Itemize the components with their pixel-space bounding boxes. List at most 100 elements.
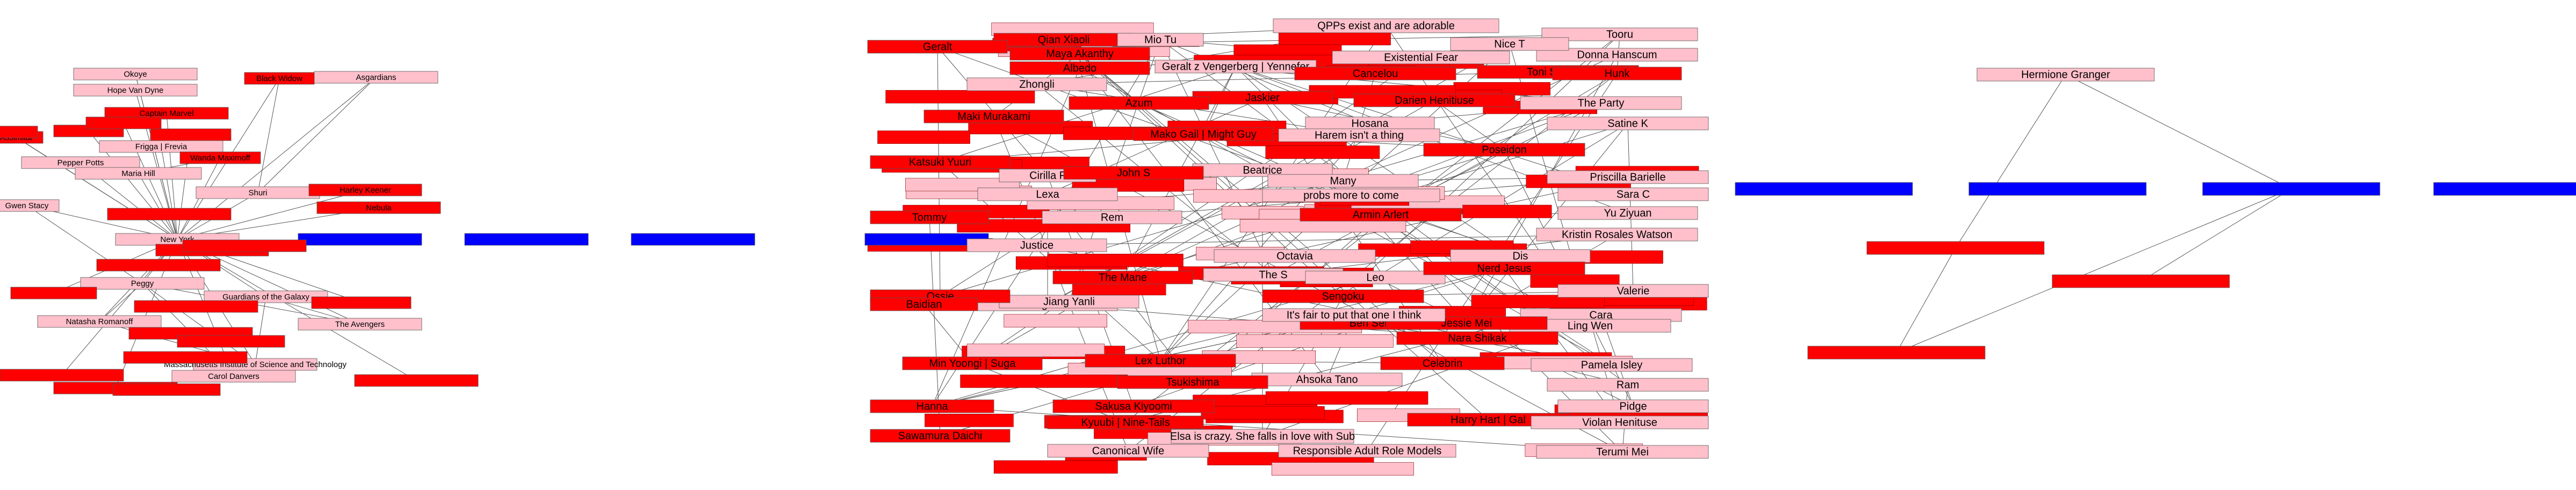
graph-node-captain-marvel[interactable]: Captain Marvel — [104, 107, 229, 120]
graph-node-n34[interactable]: probs more to come — [1262, 188, 1440, 202]
graph-node-n26[interactable]: Poseidon — [1423, 143, 1585, 157]
graph-node-n42[interactable]: Dis — [1450, 249, 1591, 263]
graph-node-n20[interactable]: Azum — [1069, 96, 1209, 110]
graph-node-n35[interactable]: Yu Ziyuan — [1557, 206, 1698, 220]
graph-node-n41[interactable]: Octavia — [1214, 249, 1376, 263]
graph-node-wanda[interactable]: Wanda Maximoff — [179, 151, 261, 164]
graph-node-n75[interactable]: Baidian — [870, 297, 978, 311]
graph-node-n40[interactable]: Justice — [966, 238, 1107, 252]
graph-node-ext-red-13[interactable] — [96, 259, 221, 272]
graph-node-n25[interactable]: Katsuki Yuuri — [870, 155, 1011, 169]
graph-node-n72[interactable]: Hanna — [870, 399, 994, 413]
graph-node-n63[interactable]: Violan Henituse — [1531, 415, 1709, 429]
graph-node-n18[interactable]: The Party — [1520, 96, 1682, 110]
graph-node-n66[interactable]: Canonical Wife — [1047, 444, 1209, 458]
graph-node-n32[interactable]: Sara C — [1557, 187, 1709, 201]
graph-node-n33[interactable]: Lexa — [977, 187, 1118, 201]
graph-node-n61[interactable]: Sakusa Kiyoomi — [1052, 399, 1215, 413]
graph-node-shuri[interactable]: Shuri — [196, 186, 320, 199]
graph-node-n24[interactable]: Harem isn't a thing — [1278, 128, 1440, 142]
graph-node-n70[interactable]: It's fair to put that one I think — [1262, 308, 1446, 322]
graph-node-ext-red-2[interactable] — [85, 116, 162, 129]
graph-node-iso-4[interactable] — [1968, 182, 2147, 196]
graph-node-ext-red-11[interactable] — [354, 374, 479, 387]
graph-node-ron-weasley[interactable] — [1807, 346, 1986, 360]
graph-node-peggy[interactable]: Peggy — [80, 277, 205, 290]
graph-node-n07[interactable]: Zhongli — [966, 77, 1107, 91]
graph-node-n47[interactable]: Jiang Yanli — [999, 295, 1139, 309]
graph-node-n58[interactable]: Ahsoka Tano — [1251, 372, 1403, 386]
graph-node-natasha[interactable]: Natasha Romanoff — [37, 315, 162, 328]
graph-node-n56[interactable]: Lex Luthor — [1085, 354, 1236, 368]
graph-node-n21[interactable]: Hosana — [1305, 116, 1435, 130]
graph-node-dark-blue-1[interactable] — [298, 233, 422, 246]
graph-node-n45[interactable]: Leo — [1305, 270, 1446, 284]
graph-node-n15[interactable]: Cancelou — [1294, 67, 1456, 81]
graph-node-n14[interactable]: Geralt z Vengerberg | Yennefer — [1154, 60, 1317, 74]
graph-node-iso-2[interactable] — [631, 233, 755, 246]
graph-node-gwen[interactable]: Gwen Stacy — [0, 199, 60, 212]
graph-node-n55[interactable]: Min Yoongi | Suga — [902, 356, 1043, 370]
graph-node-black-widow[interactable]: Black Widow — [244, 72, 315, 85]
graph-node-ext-red-9[interactable] — [0, 369, 124, 382]
graph-node-n76[interactable]: Celebrin — [1380, 356, 1505, 370]
graph-node-n05[interactable]: Maya Akanthy — [1009, 47, 1150, 61]
graph-node-n43[interactable]: The Mane — [1052, 270, 1193, 284]
graph-node-ext-red-1[interactable] — [0, 126, 38, 138]
graph-node-n01[interactable]: Qian Xiaoli — [993, 33, 1134, 47]
graph-node-n54[interactable]: Nara Shikak — [1396, 331, 1558, 345]
graph-node-harry-potter[interactable] — [2052, 274, 2230, 288]
graph-node-ext-red-6[interactable] — [134, 300, 258, 313]
graph-node-n03[interactable]: Mio Tu — [1117, 33, 1204, 47]
graph-node-hp-blue-1[interactable] — [2202, 182, 2380, 196]
graph-node-n59[interactable]: Ram — [1547, 378, 1709, 392]
graph-node-n74[interactable]: Tsukishima — [1117, 375, 1268, 389]
graph-node-n06[interactable]: Albedo — [1009, 61, 1150, 75]
graph-node-guardians[interactable]: Guardians of the Galaxy — [204, 290, 328, 303]
graph-node-red-a[interactable] — [150, 128, 232, 141]
graph-node-ext-red-5[interactable] — [10, 287, 97, 299]
graph-node-n16[interactable]: Jaskier — [1192, 91, 1333, 105]
graph-node-n65[interactable]: Sawamura Daichi — [870, 429, 1011, 443]
graph-node-ext-red-16[interactable] — [112, 383, 221, 396]
graph-node-n64[interactable]: Elsa is crazy. She falls in love with Su… — [1170, 429, 1355, 444]
graph-node-ron-red[interactable] — [1866, 241, 2045, 255]
graph-node-iso-5[interactable] — [2433, 182, 2576, 196]
graph-node-n29[interactable]: Priscilla Barielle — [1547, 170, 1709, 184]
graph-node-n49[interactable]: Valerie — [1557, 284, 1709, 298]
graph-node-asgardians[interactable]: Asgardians — [314, 71, 438, 84]
graph-node-n31[interactable]: Many — [1267, 174, 1419, 188]
graph-node-nebula[interactable]: Nebula — [316, 201, 441, 214]
graph-node-n22[interactable]: Satine K — [1547, 116, 1709, 130]
graph-node-okoye[interactable]: Okoye — [73, 68, 198, 81]
graph-node-n73[interactable]: Kyuubi | Nine-Tails — [1047, 415, 1204, 429]
graph-node-n17[interactable]: Darien Henitiuse — [1353, 93, 1516, 107]
graph-node-n23[interactable]: Mako Gail | Might Guy — [1133, 127, 1274, 141]
graph-node-n08[interactable]: QPPs exist and are adorable — [1273, 18, 1499, 33]
graph-node-n68[interactable]: Terumi Mei — [1536, 445, 1709, 459]
graph-node-ext-red-12[interactable] — [182, 239, 307, 252]
graph-node-iso-3[interactable] — [1735, 182, 1913, 196]
graph-node-n69[interactable]: Nice T — [1450, 37, 1569, 51]
graph-node-n62[interactable]: Pidge — [1557, 399, 1709, 413]
graph-node-n30[interactable]: John S — [1063, 166, 1204, 180]
graph-node-n13[interactable]: Hunk — [1552, 67, 1682, 81]
graph-node-frigga[interactable]: Frigga | Frevia — [99, 140, 223, 153]
graph-node-n39[interactable]: Kristin Rosales Watson — [1536, 228, 1698, 242]
graph-node-carol[interactable]: Carol Danvers — [171, 370, 296, 383]
graph-node-n37[interactable]: Rem — [1042, 210, 1182, 224]
graph-node-maria-hill[interactable]: Maria Hill — [75, 167, 202, 180]
graph-node-hermione[interactable]: Hermione Granger — [1976, 68, 2155, 82]
graph-node-ext-red-3[interactable] — [107, 208, 232, 221]
graph-node-n46[interactable]: Nerd Jesus — [1423, 261, 1585, 275]
graph-node-iso-1[interactable] — [464, 233, 589, 246]
graph-node-n19[interactable]: Maki Murakami — [923, 109, 1064, 123]
graph-node-n11[interactable]: Donna Hanscum — [1536, 48, 1698, 62]
graph-node-ext-red-8[interactable] — [311, 296, 412, 309]
graph-node-pepper[interactable]: Pepper Potts — [21, 156, 140, 169]
graph-node-n36[interactable]: Tommy — [870, 210, 989, 224]
graph-node-ext-red-14[interactable] — [177, 335, 285, 348]
graph-node-n67[interactable]: Responsible Adult Role Models — [1278, 444, 1456, 458]
graph-node-n38[interactable]: Armin Arlert — [1300, 208, 1462, 222]
graph-node-hope[interactable]: Hope Van Dyne — [73, 84, 198, 97]
